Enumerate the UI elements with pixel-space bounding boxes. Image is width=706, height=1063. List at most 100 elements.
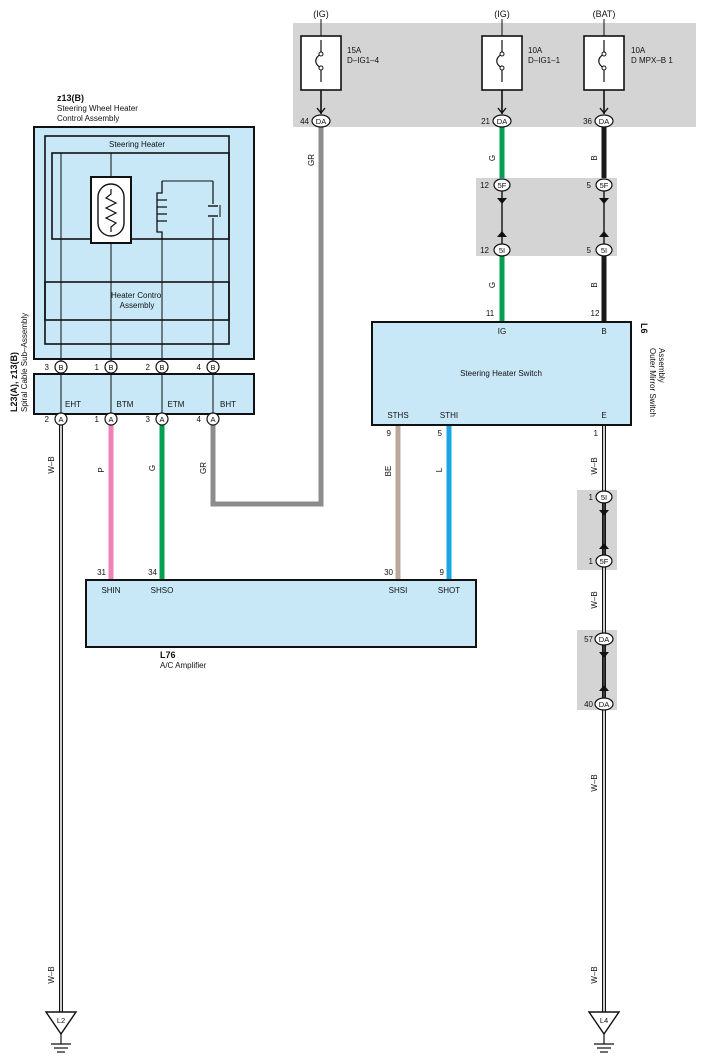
junction-conn: DA: [599, 700, 609, 709]
pin-num: 9: [387, 429, 392, 438]
junction-conn: 5F: [600, 181, 609, 190]
fuse-supply-label: (IG): [494, 9, 510, 19]
junction-num: 1: [589, 557, 594, 566]
junction-5f-5i-right: 5 5F 5 5I: [587, 178, 613, 257]
pin-num: 11: [486, 309, 495, 318]
ground-l2-icon: L2: [44, 1011, 78, 1053]
pin-conn: A: [58, 415, 63, 424]
pin-3b: 3 B: [45, 360, 68, 374]
junction-num: 5: [587, 246, 592, 255]
pin-conn: B: [108, 363, 113, 372]
terminal-label: EHT: [65, 400, 81, 409]
fuse-name: D MPX–B 1: [631, 56, 673, 65]
wire-label: G: [148, 465, 157, 471]
wire-label: B: [590, 282, 599, 287]
pin-num: 2: [146, 363, 151, 372]
component-title: A/C Amplifier: [160, 661, 207, 670]
fuse-rating: 15A: [347, 46, 362, 55]
outer-mirror-switch-assembly: 11 12 IG B Steering Heater Switch STHS S…: [371, 309, 666, 438]
junction-conn: 5F: [600, 557, 609, 566]
terminal-label: STHS: [387, 411, 408, 420]
wire-label: P: [97, 467, 106, 472]
pin-num: 31: [97, 568, 106, 577]
junction-num: 57: [584, 635, 593, 644]
junction-5f-5i-left: 12 5F 12 5I: [480, 178, 511, 257]
pin-1a: 1 A: [95, 412, 118, 426]
wire-label: B: [590, 155, 599, 160]
component-id: L76: [160, 650, 176, 660]
junction-conn: 5F: [498, 181, 507, 190]
pin-num: 3: [45, 363, 50, 372]
fuse-pin-num: 44: [300, 117, 309, 126]
fuse-rating: 10A: [528, 46, 543, 55]
terminal-label: E: [601, 411, 606, 420]
wire-gr-fuse-to-bht: [210, 127, 324, 507]
pin-4a: 4 A: [197, 412, 220, 426]
fuse-pin-num: 36: [583, 117, 592, 126]
terminal-label: BHT: [220, 400, 236, 409]
fuse-supply-label: (BAT): [593, 9, 616, 19]
wire-label: W–B: [47, 456, 56, 473]
fuse-d-mpx-b1: (BAT) 10A D MPX–B 1 36 DA: [583, 9, 673, 128]
pin-2a: 2 A: [45, 412, 68, 426]
junction-num: 1: [589, 493, 594, 502]
fuse-pin-num: 21: [481, 117, 490, 126]
steering-heater-label: Steering Heater: [109, 140, 165, 149]
component-id: z13(B): [57, 93, 84, 103]
ground-label: L2: [57, 1016, 65, 1025]
ac-amplifier: 31 34 30 9 SHIN SHSO SHSI SHOT L76 A/C A…: [85, 568, 477, 670]
wire-label: W–B: [47, 966, 56, 983]
pin-conn: B: [159, 363, 164, 372]
pin-4b: 4 B: [197, 360, 220, 374]
pin-conn: A: [159, 415, 164, 424]
pin-num: 2: [45, 415, 50, 424]
component-title: Steering Wheel Heater: [57, 104, 138, 113]
component-id: L23(A), z13(B): [9, 352, 19, 412]
fuse-conn: DA: [316, 117, 326, 126]
pin-conn: A: [108, 415, 113, 424]
fuse-d-ig1-4: (IG) 15A D–IG1–4 44 DA: [300, 9, 380, 128]
wire-label: GR: [199, 462, 208, 474]
pin-num: 12: [591, 309, 600, 318]
junction-num: 12: [480, 181, 489, 190]
wire-label: W–B: [590, 774, 599, 791]
fuse-conn: DA: [599, 117, 609, 126]
pin-num: 30: [384, 568, 393, 577]
pin-conn: B: [210, 363, 215, 372]
terminal-label: IG: [498, 327, 506, 336]
junction-conn: 5I: [601, 246, 607, 255]
fuse-name: D–IG1–4: [347, 56, 380, 65]
junction-5i-5f-lower: 1 5I 1 5F: [589, 490, 613, 568]
terminal-label: ETM: [168, 400, 185, 409]
pin-num: 9: [440, 568, 445, 577]
heater-switch-icon: [208, 181, 221, 240]
wire-label: L: [435, 467, 444, 472]
thermistor-coil-icon: [156, 180, 213, 240]
pin-conn: B: [58, 363, 63, 372]
terminal-label: SHSI: [389, 586, 408, 595]
wire-label: W–B: [590, 591, 599, 608]
wire-label: W–B: [590, 966, 599, 983]
ground-l4-icon: L4: [587, 1011, 621, 1053]
pin-num: 3: [146, 415, 151, 424]
terminal-label: SHOT: [438, 586, 460, 595]
pin-num: 1: [95, 363, 100, 372]
fuse-name: D–IG1–1: [528, 56, 561, 65]
terminal-label: SHSO: [151, 586, 174, 595]
wire-label: W–B: [590, 457, 599, 474]
pin-num: 1: [594, 429, 599, 438]
control-label: Assembly: [120, 301, 155, 310]
pin-conn: A: [210, 415, 215, 424]
pin-num: 1: [95, 415, 100, 424]
pin-1b: 1 B: [95, 360, 118, 374]
wire-label: GR: [307, 154, 316, 166]
component-title: Assembly: [657, 348, 666, 383]
pin-num: 5: [438, 429, 443, 438]
junction-conn: DA: [599, 635, 609, 644]
control-label: Heater Control: [111, 291, 163, 300]
fuse-supply-label: (IG): [313, 9, 329, 19]
junction-num: 12: [480, 246, 489, 255]
terminal-label: SHIN: [101, 586, 120, 595]
pin-2b: 2 B: [146, 360, 169, 374]
